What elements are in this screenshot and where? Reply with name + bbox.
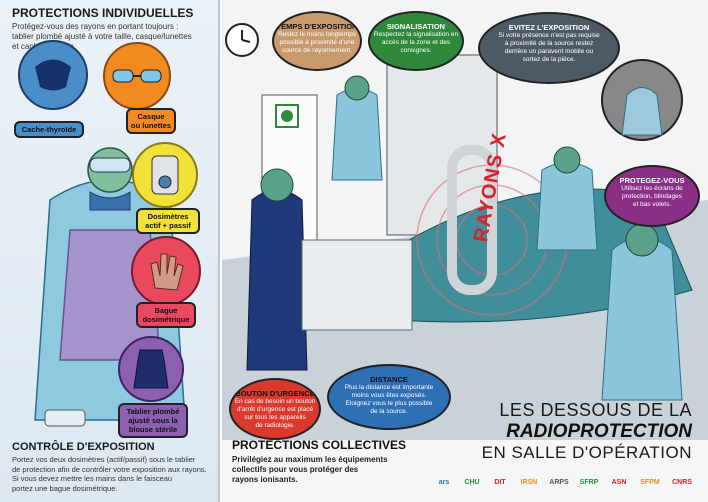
signage-bubble: SIGNALISATION Respectez la signalisation… bbox=[368, 11, 464, 71]
logo: IRSN bbox=[520, 479, 538, 486]
exposure-control-title: CONTRÔLE D'EXPOSITION bbox=[12, 441, 155, 453]
label-line: Dosimètres bbox=[147, 212, 189, 221]
bubble-line: Respectez la signalisation en bbox=[373, 31, 459, 38]
goggles-icon bbox=[103, 42, 171, 110]
ring-dosimeter-icon bbox=[131, 236, 201, 306]
protect-yourself-bubble: PROTEGEZ-VOUS Utilisez les écrans de pro… bbox=[604, 165, 700, 227]
logo: DIT bbox=[494, 479, 506, 486]
bubble-line: de radiologie. bbox=[255, 422, 295, 429]
logo: SFRP bbox=[579, 479, 599, 486]
lead-apron-label: Tablier plombé ajusté sous la blouse sté… bbox=[118, 403, 188, 438]
label-line: ajusté sous la bbox=[128, 416, 178, 425]
dosimeter-label: Dosimètres actif + passif bbox=[136, 208, 200, 234]
title-line-3: EN SALLE D'OPÉRATION bbox=[481, 443, 692, 462]
desc-line: Si vous devez mettre les mains dans le f… bbox=[12, 474, 173, 483]
exposure-control-desc: Portez vos deux dosimètres (actif/passif… bbox=[12, 455, 217, 493]
bubble-line: moins vous êtes exposés. bbox=[351, 392, 427, 399]
thyroid-shield-label: Cache-thyroïde bbox=[14, 121, 84, 138]
poster-main-title: LES DESSOUS DE LA RADIOPROTECTION EN SAL… bbox=[482, 400, 692, 463]
title-line-2: RADIOPROTECTION bbox=[506, 421, 692, 442]
label-line: Bague bbox=[154, 306, 178, 315]
bubble-title: DISTANCE bbox=[370, 375, 408, 384]
glasses-icon bbox=[112, 69, 162, 83]
desc-line: collectifs pour vous protéger des bbox=[232, 465, 359, 474]
bubble-line: En cas de besoin un bouton bbox=[234, 398, 316, 405]
label-line: dosimétrique bbox=[142, 315, 190, 324]
thyroid-shield-icon bbox=[18, 40, 88, 110]
collective-protection-desc: Privilégiez au maximum les équipements c… bbox=[232, 455, 432, 485]
emergency-button-bubble: BOUTON D'URGENCE En cas de besoin un bou… bbox=[229, 378, 321, 440]
label-line: Tablier plombé bbox=[126, 407, 180, 416]
bubble-line: Utilisez les écrans de bbox=[621, 185, 683, 192]
dosimeter-icon bbox=[132, 142, 198, 208]
desc-line: rayons ionisants. bbox=[232, 475, 298, 484]
apron-icon bbox=[133, 349, 169, 389]
logo: ASN bbox=[611, 479, 627, 486]
logo: ars bbox=[438, 479, 450, 486]
bubble-line: sur tous les appareils bbox=[244, 414, 306, 421]
desc-line: Protégez-vous des rayons en portant touj… bbox=[12, 22, 179, 31]
bubble-line: accès de la zone et des bbox=[381, 39, 451, 46]
lead-apron-icon bbox=[118, 336, 184, 402]
dosimeter-device-icon bbox=[151, 155, 179, 195]
bubble-line: sortez de la pièce. bbox=[522, 56, 576, 63]
goggles-label: Casque ou lunettes bbox=[126, 108, 176, 134]
bubble-title: PROTEGEZ-VOUS bbox=[619, 176, 685, 185]
bubble-title: TEMPS D'EXPOSITION bbox=[276, 22, 358, 31]
label-line: ou lunettes bbox=[131, 121, 172, 130]
avoid-exposure-bubble: EVITEZ L'EXPOSITION Si votre présence n'… bbox=[478, 12, 620, 84]
title-line-1: LES DESSOUS DE LA bbox=[499, 400, 692, 420]
desc-line: tablier plombé ajusté à votre taille, ca… bbox=[12, 32, 192, 41]
label-line: Casque bbox=[137, 112, 165, 121]
desc-line: Portez vos deux dosimètres (actif/passif… bbox=[12, 455, 196, 464]
label-line: blouse stérile bbox=[128, 425, 178, 434]
ring-dosimeter-label: Bague dosimétrique bbox=[136, 302, 196, 328]
bubble-line: Eloignez vous le plus possible bbox=[345, 400, 433, 407]
partner-logos: ars CHU DIT IRSN ARPS SFRP ASN SFPM CNRS bbox=[432, 472, 702, 496]
individual-protection-panel: PROTECTIONS INDIVIDUELLES Protégez-vous … bbox=[0, 0, 220, 502]
bubble-line: source de rayonnement. bbox=[281, 47, 353, 54]
bubble-line: de la source. bbox=[370, 408, 408, 415]
bubble-line: possible à proximité d'une bbox=[279, 39, 355, 46]
individual-protection-title: PROTECTIONS INDIVIDUELLES bbox=[12, 6, 194, 20]
exposure-time-bubble: TEMPS D'EXPOSITION Restez le moins longt… bbox=[272, 11, 362, 71]
desc-line: Privilégiez au maximum les équipements bbox=[232, 455, 388, 464]
logo: CHU bbox=[464, 479, 480, 486]
logo: SFPM bbox=[640, 479, 660, 486]
bubble-line: à proximité de la source restez bbox=[504, 40, 594, 47]
bubble-line: Restez le moins longtemps bbox=[277, 31, 357, 38]
bubble-line: d'arrêt d'urgence est placé bbox=[236, 406, 314, 413]
bubble-line: Si votre présence n'est pas requise bbox=[498, 32, 600, 39]
collective-protection-title: PROTECTIONS COLLECTIVES bbox=[232, 438, 407, 452]
distance-bubble: DISTANCE Plus la distance est importante… bbox=[327, 364, 451, 430]
bubble-line: et bas volets. bbox=[632, 201, 672, 208]
logo: ARPS bbox=[549, 479, 569, 486]
bubble-title: BOUTON D'URGENCE bbox=[235, 389, 315, 398]
bubble-title: SIGNALISATION bbox=[386, 22, 446, 31]
thyroid-collar-icon bbox=[35, 59, 71, 91]
desc-line: portez une bague dosimétrique. bbox=[12, 483, 118, 493]
logo: CNRS bbox=[672, 479, 692, 486]
bubble-line: derrière un paravent mobile ou bbox=[504, 48, 594, 55]
label-line: actif + passif bbox=[145, 221, 191, 230]
desc-line: de protection afin de contrôler votre ex… bbox=[12, 464, 207, 474]
bubble-line: protection, blindages bbox=[622, 193, 682, 200]
bubble-line: Plus la distance est importante bbox=[344, 384, 434, 391]
hand-icon bbox=[150, 253, 184, 291]
bubble-line: consignes. bbox=[400, 47, 432, 54]
bubble-title: EVITEZ L'EXPOSITION bbox=[508, 23, 590, 32]
